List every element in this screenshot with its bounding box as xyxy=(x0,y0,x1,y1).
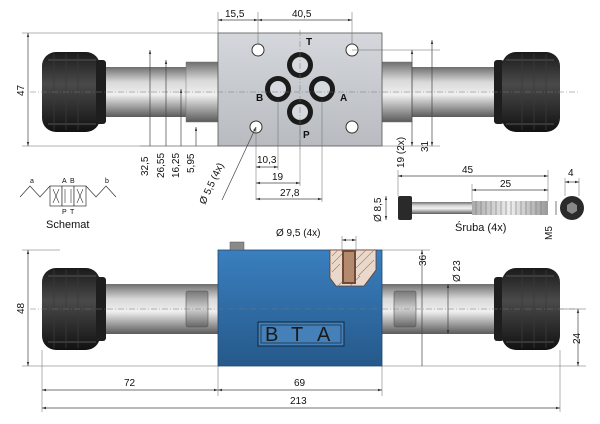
dim-screw-45: 45 xyxy=(462,165,474,176)
dim-24: 24 xyxy=(572,332,583,344)
port-label-t: T xyxy=(306,37,312,48)
schema-port-a-small: a xyxy=(30,178,34,185)
screw-detail: 45 25 Ø 8,5 M5 Śruba (4x) 4 xyxy=(373,165,584,240)
schema-port-t: T xyxy=(70,209,75,216)
dim-27-8: 27,8 xyxy=(280,188,300,199)
screw-head xyxy=(398,196,412,220)
dim-69: 69 xyxy=(294,378,306,389)
dim-32-5: 32,5 xyxy=(140,156,151,176)
left-collar-top xyxy=(185,61,219,123)
top-view: T A B P 15,5 40,5 47 32,5 26,55 16,25 5,… xyxy=(16,9,580,206)
section-cutout xyxy=(329,249,377,287)
hex-socket xyxy=(567,202,577,214)
mount-hole xyxy=(345,120,359,134)
schema-port-a: A xyxy=(62,178,67,185)
dim-5-95: 5,95 xyxy=(186,153,197,173)
dim-screw-m5: M5 xyxy=(544,226,555,240)
schema-label: Schemat xyxy=(46,219,89,231)
dim-screw-4: 4 xyxy=(568,168,574,179)
dim-40-5: 40,5 xyxy=(292,9,312,20)
port-label-p: P xyxy=(303,130,310,141)
dim-31: 31 xyxy=(420,140,431,152)
screw-thread xyxy=(472,201,548,215)
brand-letter-a: A xyxy=(317,324,331,346)
hydraulic-schema: a A B b P T Schemat xyxy=(19,178,117,231)
screw-label: Śruba (4x) xyxy=(455,221,506,234)
mount-hole xyxy=(251,43,265,57)
schema-port-b: B xyxy=(70,178,75,185)
brand-letter-b: B xyxy=(265,324,278,346)
dim-screw-25: 25 xyxy=(500,179,512,190)
dim-47: 47 xyxy=(16,84,27,96)
bottom-view: B T A Ø 9,5 (4x) 36 Ø 23 48 24 72 69 xyxy=(16,228,586,412)
dim-9-5: Ø 9,5 (4x) xyxy=(276,228,320,239)
dim-48: 48 xyxy=(16,302,27,314)
brand-letter-t: T xyxy=(291,324,303,346)
dim-19: 19 xyxy=(272,172,284,183)
dim-d23: Ø 23 xyxy=(452,260,463,282)
bleed-screw xyxy=(229,241,245,251)
screw-shank xyxy=(412,202,472,214)
dim-16-25: 16,25 xyxy=(171,153,182,178)
port-label-a: A xyxy=(340,93,347,104)
dim-72: 72 xyxy=(124,378,136,389)
dim-10-3: 10,3 xyxy=(257,155,277,166)
thread-lines xyxy=(475,201,542,215)
dim-213: 213 xyxy=(290,396,307,407)
dim-36: 36 xyxy=(418,254,429,266)
schema-port-b-small: b xyxy=(105,178,109,185)
port-label-b: B xyxy=(256,93,263,104)
dim-26-55: 26,55 xyxy=(156,153,167,178)
dim-screw-d8-5: Ø 8,5 xyxy=(373,197,384,222)
schema-port-p: P xyxy=(62,209,67,216)
dim-19-2x: 19 (2x) xyxy=(396,137,407,168)
brand-plate xyxy=(257,321,345,347)
dim-15-5: 15,5 xyxy=(225,9,245,20)
